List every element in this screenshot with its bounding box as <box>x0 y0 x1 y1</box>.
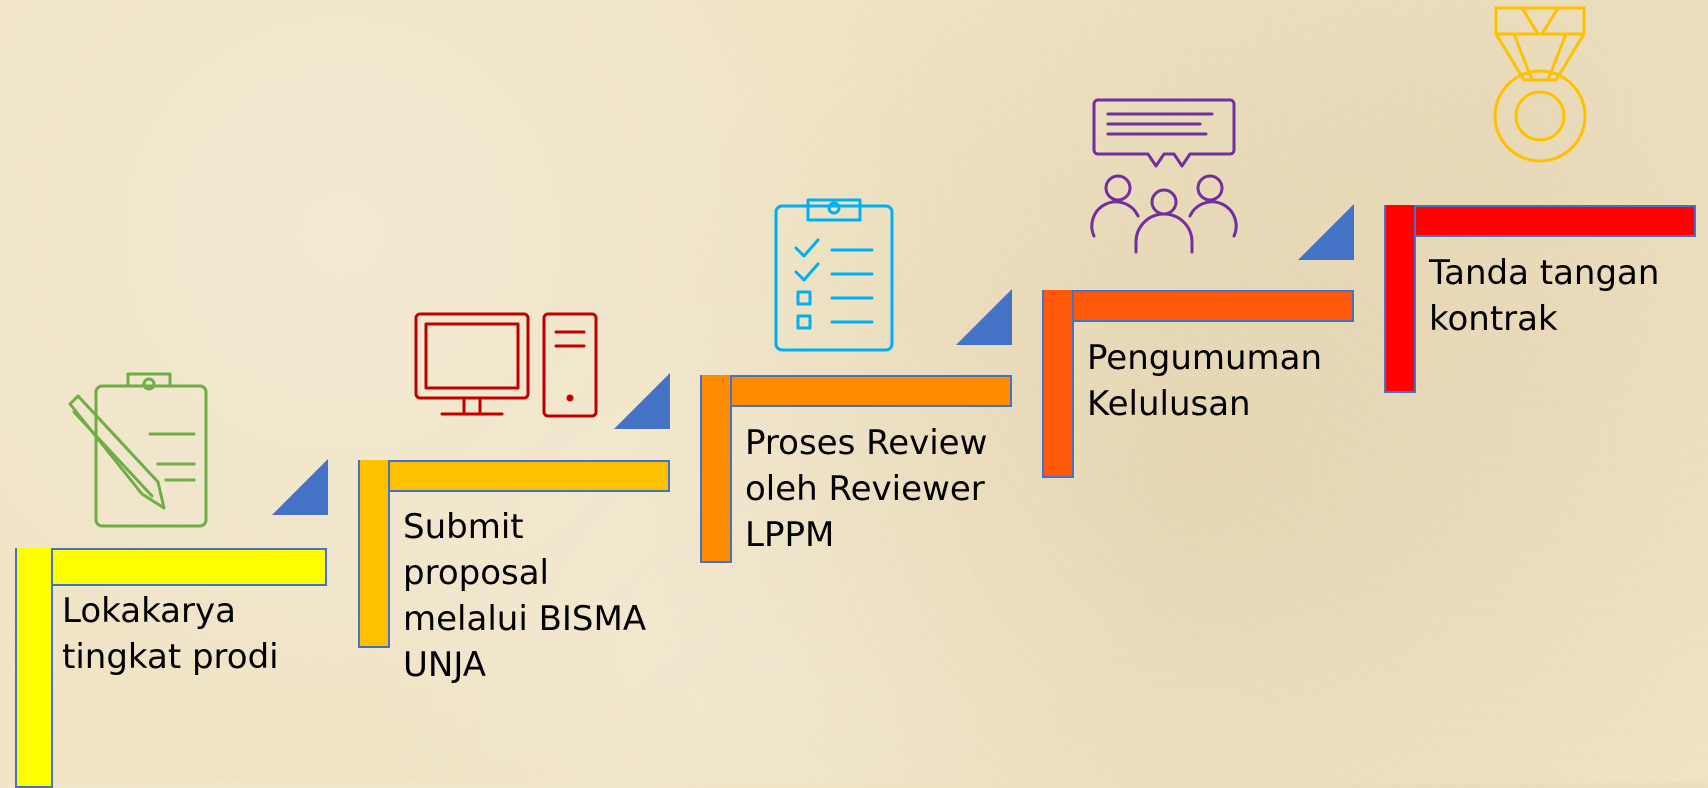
step-3-arrow-triangle <box>956 289 1012 345</box>
step-1-arrow-triangle <box>272 459 328 515</box>
step-3-label: Proses Review oleh Reviewer LPPM <box>745 423 988 555</box>
step-1-label: Lokakarya tingkat prodi <box>62 591 279 677</box>
step-5-label: Tanda tangan kontrak <box>1429 253 1660 339</box>
desktop-computer-icon <box>414 312 598 418</box>
checklist-clipboard-icon <box>774 198 894 352</box>
meeting-discussion-icon <box>1090 98 1238 254</box>
step-2-label: Submit proposal melalui BISMA UNJA <box>403 507 647 685</box>
clipboard-pencil-icon <box>68 372 208 528</box>
step-2-arrow-triangle <box>614 373 670 429</box>
medal-icon <box>1493 6 1587 163</box>
step-2-bar-horizontal <box>358 460 670 492</box>
step-4-label: Pengumuman Kelulusan <box>1087 338 1323 424</box>
step-5-bar-horizontal <box>1384 205 1696 237</box>
step-1-bar-horizontal <box>15 548 327 586</box>
step-3-bar-horizontal <box>700 375 1012 407</box>
step-4-arrow-triangle <box>1298 204 1354 260</box>
step-1-bar-vertical <box>15 548 53 788</box>
step-4-bar-horizontal <box>1042 290 1354 322</box>
